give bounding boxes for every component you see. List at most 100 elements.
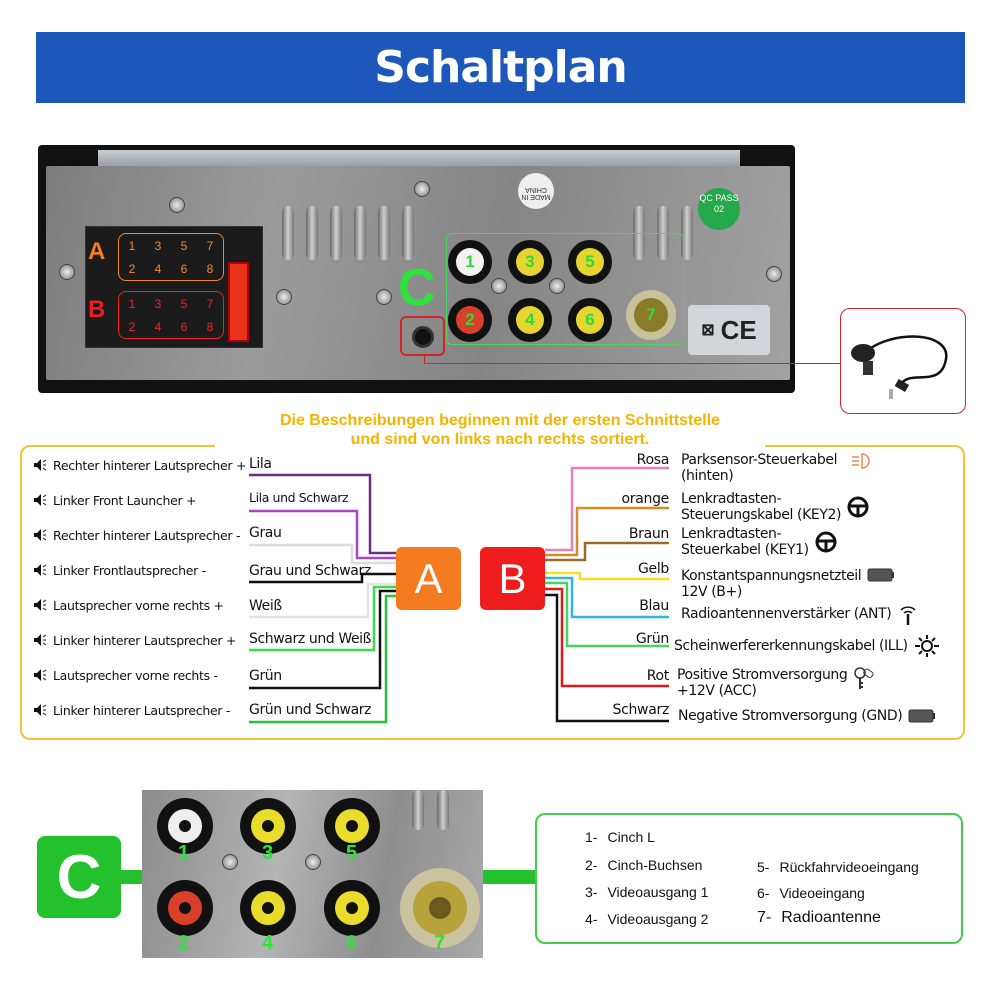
- jack-number: 5: [346, 842, 358, 864]
- connector-b-label: B: [88, 296, 106, 323]
- fuse: [228, 262, 249, 342]
- list-item: 4-Videoausgang 2: [585, 911, 709, 927]
- wire-color-label: Rot: [646, 668, 670, 684]
- wire-grau: [249, 543, 396, 565]
- rca-jack-4: [240, 880, 296, 936]
- connector-bar: [120, 870, 143, 884]
- headlight-icon: [852, 453, 870, 469]
- list-item: Negative Stromversorgung (GND): [678, 708, 936, 724]
- wire-color-label: Lila und Schwarz: [249, 490, 349, 505]
- connector-b-box: B: [480, 547, 545, 610]
- wire-schwarz: [545, 593, 669, 723]
- wire-lila-schwarz: [249, 509, 396, 560]
- section-c-box: C: [37, 836, 121, 918]
- sort-note-overlay: Die Beschreibungen beginnen mit der erst…: [279, 412, 721, 448]
- jack-number: 6: [346, 932, 358, 954]
- wire-schwarz-weiss: [249, 585, 396, 652]
- title-banner: Schaltplan: [36, 32, 965, 103]
- rca-jack-2: [157, 880, 213, 936]
- speaker-icon: [34, 459, 47, 471]
- key-icon: [854, 667, 874, 689]
- list-item: Rechter hinterer Lautsprecher -: [33, 526, 240, 544]
- mic-connector-line: [424, 356, 840, 364]
- wire-rosa: [545, 466, 669, 552]
- jack-number: 2: [178, 932, 190, 954]
- rca-jack-4: 4: [508, 298, 552, 342]
- rca-jack-3: [240, 798, 296, 854]
- list-item: 3-Videoausgang 1: [585, 884, 709, 900]
- wire-grau-schwarz: [249, 572, 396, 584]
- list-item: Linker Frontlautsprecher -: [33, 561, 206, 579]
- jack-number: 1: [178, 842, 190, 864]
- rca-jack-3: 3: [508, 240, 552, 284]
- wire-rot: [545, 587, 669, 688]
- rca-jack-1: [157, 798, 213, 854]
- top-strip: [98, 150, 740, 166]
- connector-bar: [482, 870, 536, 884]
- speaker-icon: [34, 669, 47, 681]
- microphone-icon: [851, 335, 948, 399]
- speaker-icon: [34, 599, 47, 611]
- list-item: 6-Videoeingang: [757, 885, 865, 901]
- list-item: 5-Rückfahrvideoeingang: [757, 859, 919, 875]
- wire-color-label: Gelb: [637, 561, 669, 577]
- wire-color-label: Schwarz: [612, 702, 670, 718]
- mic-jack-highlight: [400, 316, 445, 356]
- rca-closeup-photo: 1 3 5 2 4 6 7: [142, 790, 483, 958]
- speaker-icon: [34, 564, 47, 576]
- list-item: 2-Cinch-Buchsen: [585, 857, 703, 873]
- wire-color-label: Grün und Schwarz: [249, 702, 372, 718]
- rca-jack-1: 1: [448, 240, 492, 284]
- frame-gap: [215, 440, 765, 450]
- list-item: Lenkradtasten-Steuerungskabel (KEY2): [681, 491, 869, 523]
- battery-icon: [867, 568, 895, 582]
- steering-wheel-icon: [847, 496, 869, 518]
- connector-a-label: A: [88, 238, 106, 265]
- list-item: Lautsprecher vorne rechts +: [33, 596, 224, 614]
- list-item: Lautsprecher vorne rechts -: [33, 666, 218, 684]
- wire-blau: [545, 576, 669, 619]
- wire-color-label: Blau: [639, 598, 669, 614]
- list-item: 1-Cinch L: [585, 829, 655, 845]
- list-item: Lenkradtasten-Steuerkabel (KEY1): [681, 526, 837, 558]
- wire-color-label: Grau und Schwarz: [249, 563, 371, 579]
- page-title: Schaltplan: [374, 42, 627, 93]
- microphone-image: [840, 308, 966, 414]
- wire-color-label: Grau: [249, 525, 282, 541]
- list-item: Linker Front Launcher +: [33, 491, 196, 509]
- qc-pass-sticker: QC PASS 02: [698, 188, 740, 230]
- list-item: 7-Radioantenne: [757, 909, 881, 926]
- list-item: Scheinwerfererkennungskabel (ILL): [674, 634, 940, 658]
- speaker-icon: [34, 704, 47, 716]
- speaker-icon: [34, 529, 47, 541]
- list-item: Radioantennenverstärker (ANT): [681, 602, 919, 626]
- speaker-icon: [34, 634, 47, 646]
- connector-a-box: A: [396, 547, 461, 610]
- list-item: Linker hinterer Lautsprecher -: [33, 701, 230, 719]
- wire-color-label: orange: [621, 491, 670, 507]
- battery-icon: [908, 709, 936, 723]
- wire-weiss: [249, 582, 396, 619]
- wire-color-label: Weiß: [249, 598, 282, 614]
- rca-jack-2: 2: [448, 298, 492, 342]
- list-item: Positive Stromversorgung+12V (ACC): [677, 667, 875, 699]
- wire-color-label: Lila: [249, 456, 272, 472]
- wire-gruen-b: [545, 581, 669, 648]
- jack-number: 4: [262, 932, 274, 954]
- wire-color-label: Rosa: [636, 452, 670, 468]
- wire-color-label: Braun: [628, 526, 669, 542]
- section-c-label: C: [398, 259, 436, 317]
- wire-braun: [545, 541, 669, 562]
- wire-lila: [249, 473, 396, 555]
- list-item: Rechter hinterer Lautsprecher +: [33, 456, 246, 474]
- antenna-jack-7: 7: [626, 290, 676, 340]
- steering-wheel-icon: [815, 531, 837, 553]
- rca-jack-6: [324, 880, 380, 936]
- wire-color-label: Grün: [249, 668, 282, 684]
- wire-gruen: [249, 589, 396, 690]
- rca-group-highlight: [446, 233, 684, 345]
- wire-gruen-schwarz: [249, 594, 396, 724]
